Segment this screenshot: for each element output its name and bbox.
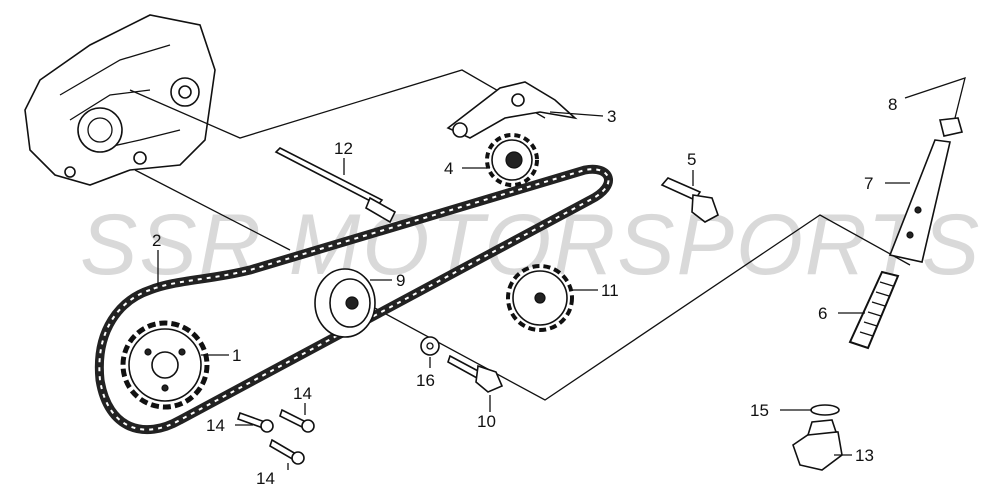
- callout-12: 12: [334, 139, 353, 158]
- engine-case: [24, 14, 216, 186]
- callout-14-bottom: 14: [256, 469, 275, 488]
- callout-5: 5: [687, 150, 696, 169]
- tensioner-pulley: [314, 268, 376, 338]
- drive-chain: [94, 164, 613, 435]
- shaft-12: [274, 147, 397, 224]
- bolts-14: [236, 408, 315, 465]
- washer-16: [420, 336, 440, 356]
- idler-sprocket-small: [485, 133, 539, 187]
- callout-15: 15: [750, 401, 769, 420]
- tube-cap: [939, 117, 964, 137]
- callout-8: 8: [888, 95, 897, 114]
- callout-6: 6: [818, 304, 827, 323]
- tensioner-spring: [848, 270, 900, 350]
- callout-11: 11: [601, 281, 619, 300]
- callout-9: 9: [396, 271, 405, 290]
- callout-7: 7: [864, 174, 873, 193]
- callout-4: 4: [444, 159, 453, 178]
- leader-lines: [157, 77, 966, 470]
- callout-1: 1: [232, 346, 241, 365]
- callout-10: 10: [477, 412, 496, 431]
- callout-14-top: 14: [293, 384, 312, 403]
- tensioner-bracket: [446, 81, 578, 139]
- callout-16: 16: [416, 371, 435, 390]
- callout-3: 3: [607, 107, 616, 126]
- idler-sprocket-large: [506, 264, 574, 332]
- tensioner-tube: [888, 139, 951, 263]
- bolt-5: [660, 177, 719, 223]
- callout-14-left: 14: [206, 416, 225, 435]
- callout-2: 2: [152, 231, 161, 250]
- callout-13: 13: [855, 446, 874, 465]
- washer-15: [810, 404, 840, 416]
- bolt-10: [447, 354, 504, 393]
- drive-sprocket: [120, 320, 210, 410]
- drain-plug: [792, 419, 843, 471]
